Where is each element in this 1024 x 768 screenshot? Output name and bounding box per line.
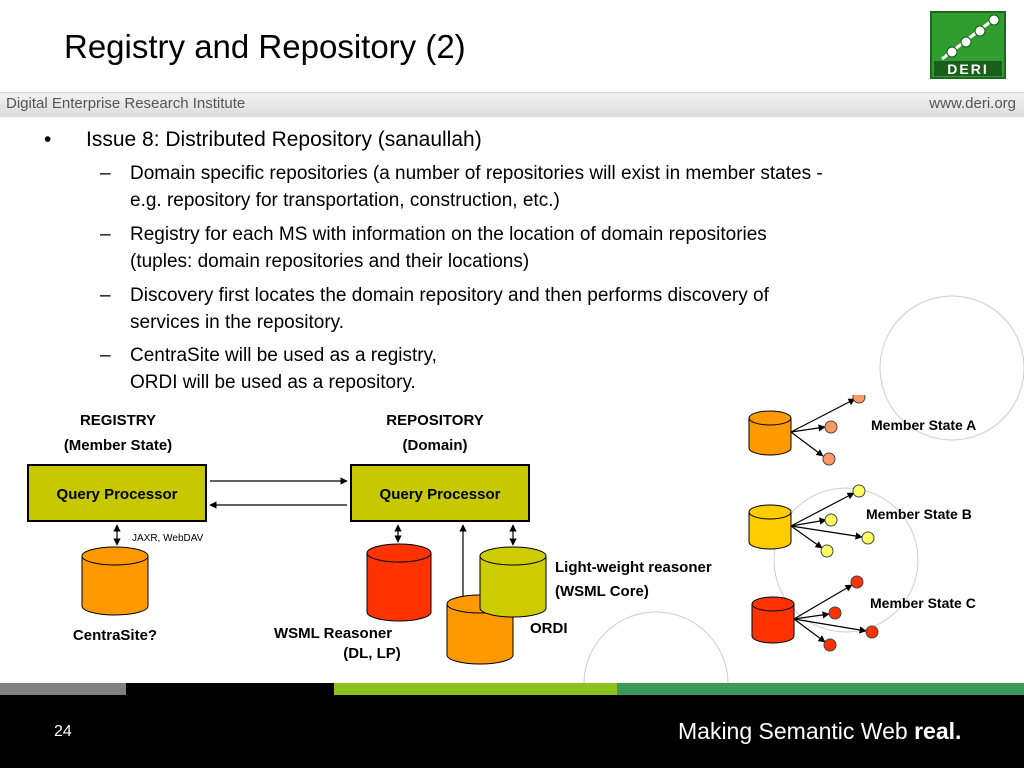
bullet-main: Issue 8: Distributed Repository (sanaull… bbox=[86, 128, 482, 151]
tagline-bold: real. bbox=[914, 718, 962, 744]
tagline-regular: Making Semantic Web bbox=[678, 718, 908, 744]
member-state-b-label: Member State B bbox=[866, 506, 972, 522]
website-link[interactable]: www.deri.org bbox=[929, 95, 1016, 112]
sub-bullet-1-line-1: Domain specific repositories (a number o… bbox=[130, 163, 823, 184]
sub-bullet-dash: – bbox=[100, 285, 111, 306]
page-number: 24 bbox=[54, 723, 72, 740]
logo-text: DERI bbox=[947, 61, 988, 77]
sub-bullet-dash: – bbox=[100, 224, 111, 245]
query-processor-left-label: Query Processor bbox=[57, 486, 178, 503]
sub-bullet-2-line-2: (tuples: domain repositories and their l… bbox=[130, 251, 530, 272]
member-state-b-group bbox=[748, 484, 875, 558]
sub-bullet-2-line-1: Registry for each MS with information on… bbox=[130, 224, 767, 245]
repository-subtitle: (Domain) bbox=[403, 437, 468, 454]
member-state-a-label: Member State A bbox=[871, 417, 976, 433]
sub-bullet-dash: – bbox=[100, 163, 111, 184]
footer-tagline: Making Semantic Web real. bbox=[678, 718, 961, 745]
member-state-c-group bbox=[751, 575, 879, 652]
centrasite-label: CentraSite? bbox=[73, 627, 157, 644]
sub-bullet-4-line-2: ORDI will be used as a repository. bbox=[130, 372, 416, 393]
jaxr-label: JAXR, WebDAV bbox=[132, 533, 204, 544]
registry-subtitle: (Member State) bbox=[64, 437, 172, 454]
wsml-reasoner-database-icon bbox=[366, 543, 432, 622]
sub-bullet-3-line-2: services in the repository. bbox=[130, 312, 345, 333]
query-processor-left: Query Processor bbox=[27, 464, 207, 522]
wsml-reasoner-sub: (DL, LP) bbox=[343, 645, 401, 662]
deri-logo-icon: DERI bbox=[930, 11, 1006, 79]
centrasite-database-icon bbox=[81, 546, 149, 616]
slide-title: Registry and Repository (2) bbox=[64, 28, 466, 65]
institute-name: Digital Enterprise Research Institute bbox=[6, 95, 246, 112]
member-state-a-group bbox=[748, 395, 866, 466]
bullet-dot: • bbox=[44, 128, 52, 151]
sub-bullet-dash: – bbox=[100, 345, 111, 366]
lw-reasoner-database-icon bbox=[479, 546, 547, 618]
lw-reasoner-label: Light-weight reasoner bbox=[555, 559, 712, 576]
sub-bullet-3-line-1: Discovery first locates the domain repos… bbox=[130, 285, 769, 306]
ordi-label: ORDI bbox=[530, 620, 568, 637]
lw-reasoner-sub: (WSML Core) bbox=[555, 583, 649, 600]
member-state-c-label: Member State C bbox=[870, 595, 976, 611]
footer-color-stripe bbox=[0, 683, 1024, 695]
header-band bbox=[0, 92, 1024, 117]
sub-bullet-1-line-2: e.g. repository for transportation, cons… bbox=[130, 190, 560, 211]
sub-bullet-4-line-1: CentraSite will be used as a registry, bbox=[130, 345, 437, 366]
footer-bar bbox=[0, 695, 1024, 768]
query-processor-right-label: Query Processor bbox=[380, 486, 501, 503]
wsml-reasoner-label: WSML Reasoner bbox=[274, 625, 392, 642]
query-processor-right: Query Processor bbox=[350, 464, 530, 522]
registry-title: REGISTRY bbox=[80, 412, 156, 429]
repository-title: REPOSITORY bbox=[386, 412, 484, 429]
architecture-diagram: REGISTRY (Member State) REPOSITORY (Doma… bbox=[27, 395, 976, 665]
